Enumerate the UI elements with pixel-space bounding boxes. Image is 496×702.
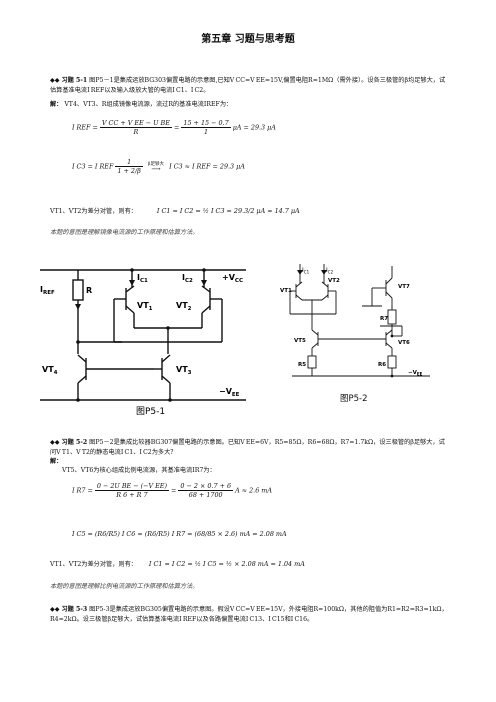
- label-iref: IREF: [40, 285, 55, 296]
- vt-text: VT1、VT2为差分对管，则有：: [50, 208, 137, 215]
- label-vt2: VT2: [176, 301, 192, 312]
- problem-text: 图P5－1是集成运放BG303偏置电路的示意图,已知V CC=V EE=15V,…: [50, 77, 446, 94]
- problem-note: 本题的意图是理解镜像电流源的工作原理和估算方法。: [50, 229, 199, 236]
- label-ic2: IC2: [326, 267, 334, 275]
- label-r6: R6: [378, 362, 386, 368]
- vt-text: VT1、VT2为差分对管，则有：: [50, 561, 137, 568]
- eq-denominator-2: 1: [203, 128, 209, 136]
- eq-result: I C3 ≈ I REF = 29.3 μA: [169, 162, 245, 171]
- vt-pair-line-5-2: VT1、VT2为差分对管，则有： I C1 = I C2 = ½ I C5 = …: [50, 560, 450, 570]
- label-vcc: +VCC: [222, 273, 243, 284]
- solution-intro: 解： VT4、VT3、R组成镜像电流源，流过R的基准电流IREF为：: [50, 100, 450, 110]
- page-title: 第五章 习题与思考题: [201, 34, 295, 45]
- label-vt3: VT3: [176, 365, 192, 376]
- vt-pair-line: VT1、VT2为差分对管，则有： I C1 = I C2 = ½ I C3 ≈ …: [50, 207, 450, 217]
- problem-note-5-2: 本题的意图是理解比例电流源的工作原理和估算方法。: [50, 583, 199, 590]
- eq-denominator-2: 68 + 1700: [188, 491, 223, 499]
- label-vee: −VEE: [408, 370, 423, 377]
- label-ic1: IC1: [302, 267, 310, 275]
- eq-numerator: 0 − 2U BE − (−V EE): [94, 482, 169, 491]
- problem-label: 习题 5-1: [61, 77, 88, 84]
- eq-equals: =: [171, 486, 177, 495]
- label-vee: −VEE: [219, 387, 240, 398]
- label-vt2: VT2: [328, 278, 340, 284]
- solution-text: VT4、VT3、R组成镜像电流源，流过R的基准电流IREF为：: [64, 101, 233, 108]
- label-ic2: IC2: [182, 273, 193, 284]
- eq-fraction: 0 − 2U BE − (−V EE)R 6 + R 7: [94, 482, 169, 499]
- eq-numerator-2: 0 − 2 × 0.7 + 6: [178, 482, 234, 491]
- eq-equals: =: [173, 123, 180, 132]
- eq-lhs: I REF =: [72, 123, 98, 132]
- eq-numerator: 1: [115, 158, 143, 167]
- label-vt1: VT1: [137, 301, 153, 312]
- label-r: R: [86, 286, 92, 295]
- eq-numerator-2: 15 + 15 − 0.7: [181, 119, 231, 128]
- label-ic1: IC1: [137, 273, 148, 284]
- eq-denominator: 1 + 2/β: [117, 167, 141, 175]
- label-vt6: VT6: [398, 340, 410, 346]
- figure-caption-p5-2: 图P5-2: [340, 394, 368, 404]
- eq-result: μA = 29.3 μA: [232, 123, 276, 132]
- label-vt5: VT5: [294, 338, 306, 344]
- arrow-icon: ⟶: [151, 165, 161, 173]
- eq-lhs: I C3 = I REF: [72, 162, 114, 171]
- equation-ic1: I C1 = I C2 = ½ I C3 ≈ 29.3/2 μA ≈ 14.7 …: [156, 207, 300, 215]
- eq-denominator: R: [133, 128, 139, 136]
- equation-ir7: I R7 = 0 − 2U BE − (−V EE)R 6 + R 7 = 0 …: [72, 482, 272, 499]
- problem-5-1-statement: ◆◆ 习题 5-1 图P5－1是集成运放BG303偏置电路的示意图,已知V CC…: [50, 76, 450, 95]
- equation-ic5: I C5 = (R6/R5) I C6 ≈ (R6/R5) I R7 = (68…: [72, 530, 287, 538]
- solution-label: 解：: [50, 458, 63, 465]
- eq-arrow-label: β足够大: [147, 162, 165, 167]
- problem-label: 习题 5-2: [61, 439, 88, 446]
- label-vt1: VT1: [280, 288, 292, 294]
- figure-caption-p5-1: 图P5-1: [136, 406, 165, 417]
- equation-ic1: I C1 = I C2 = ½ I C5 = ½ × 2.08 mA = 1.0…: [148, 560, 305, 568]
- problem-5-3-statement: ◆◆ 习题 5-3 图P5-3是集成运放BG305偏置电路的示意图。假设V CC…: [50, 605, 450, 624]
- label-vt7: VT7: [398, 284, 410, 290]
- problem-marker: ◆◆: [50, 606, 60, 613]
- eq-denominator: R 6 + R 7: [116, 491, 148, 499]
- circuit-figure-p5-1: IC1 IC2 +VCC IREF R VT1 VT2 VT4 VT3 −VEE…: [40, 268, 246, 417]
- problem-text: 图P5－2是集成比较器BG307偏置电路的示意图。已知V EE=6V，R5=85…: [50, 439, 445, 456]
- eq-result: A ≈ 2.6 mA: [235, 486, 272, 495]
- label-r7: R7: [380, 316, 388, 322]
- label-vt4: VT4: [42, 365, 58, 376]
- problem-text: 图P5-3是集成运放BG305偏置电路的示意图。假设V CC=V EE=15V，…: [50, 606, 448, 623]
- solution-label-5-2: 解：: [50, 457, 450, 467]
- circuit-figure-p5-2: IC1 IC2 VT1 VT2 VT7 R7 VT5 VT6 R5 R6 −VE…: [280, 264, 430, 378]
- label-r5: R5: [298, 362, 306, 368]
- problem-label: 习题 5-3: [61, 606, 88, 613]
- eq-numerator: V CC + V EE − U BE: [99, 119, 172, 128]
- problem-marker: ◆◆: [50, 439, 60, 446]
- solution-label: 解：: [50, 101, 63, 108]
- problem-5-2-statement: ◆◆ 习题 5-2 图P5－2是集成比较器BG307偏置电路的示意图。已知V E…: [50, 438, 450, 457]
- solution-text-5-2: VT5、VT6为核心组成比例电流源，其基准电流IR7为：: [62, 467, 216, 474]
- problem-marker: ◆◆: [50, 77, 60, 84]
- eq-arrow: β足够大 ⟶: [148, 161, 164, 172]
- eq-lhs: I R7 =: [72, 486, 93, 495]
